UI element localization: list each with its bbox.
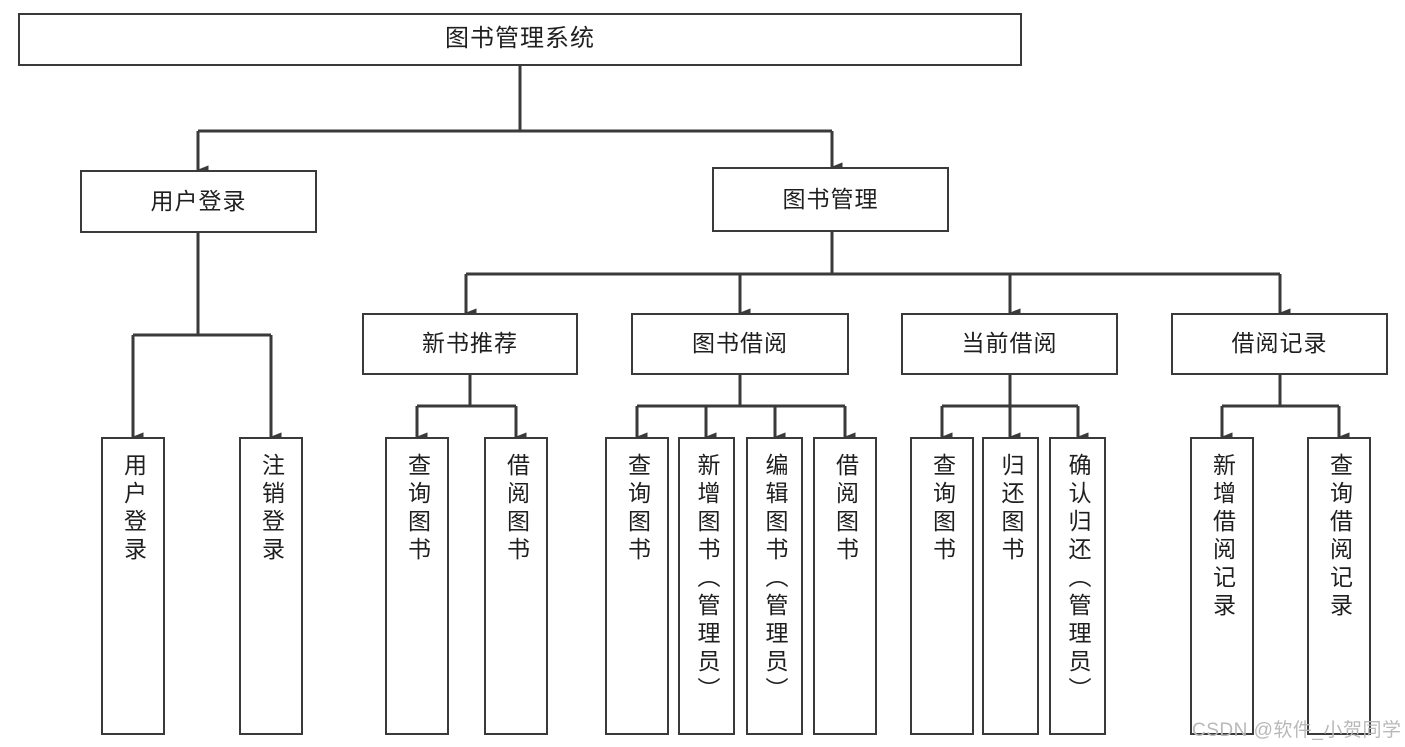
node-label: 查询借阅记录	[1326, 453, 1353, 621]
node-leaf-logout[interactable]: 注销登录	[239, 437, 303, 735]
watermark-csdn: CSDN @软件_小贺同学	[1192, 720, 1402, 741]
node-current-borrowing[interactable]: 当前借阅	[901, 313, 1118, 375]
node-leaf-query-borrow-record[interactable]: 查询借阅记录	[1307, 437, 1371, 735]
node-label: 新增图书（管理员）	[694, 453, 720, 705]
node-leaf-user-login[interactable]: 用户登录	[101, 437, 165, 735]
node-label: 用户登录	[150, 187, 247, 214]
node-leaf-borrow-books-recommend[interactable]: 借阅图书	[484, 437, 548, 735]
node-new-book-recommendation[interactable]: 新书推荐	[362, 313, 578, 375]
node-borrowing-records[interactable]: 借阅记录	[1171, 313, 1388, 375]
node-label: 图书管理	[782, 185, 879, 212]
node-leaf-add-borrow-record[interactable]: 新增借阅记录	[1190, 437, 1254, 735]
node-label: 查询图书	[404, 453, 431, 565]
node-leaf-borrow-books[interactable]: 借阅图书	[813, 437, 877, 735]
node-leaf-add-book-admin[interactable]: 新增图书（管理员）	[678, 437, 735, 735]
node-label: 确认归还（管理员）	[1065, 453, 1091, 705]
node-book-borrowing[interactable]: 图书借阅	[631, 313, 849, 375]
node-label: 借阅图书	[832, 453, 859, 565]
node-label: 用户登录	[120, 453, 147, 565]
node-label: 查询图书	[929, 453, 956, 565]
node-label: 图书管理系统	[445, 25, 595, 53]
node-leaf-confirm-return-admin[interactable]: 确认归还（管理员）	[1049, 437, 1106, 735]
node-label: 归还图书	[998, 453, 1024, 565]
node-root-book-management-system[interactable]: 图书管理系统	[18, 13, 1022, 66]
node-label: 查询图书	[624, 453, 651, 565]
node-label: 当前借阅	[961, 330, 1058, 357]
node-label: 新增借阅记录	[1209, 453, 1236, 621]
node-leaf-query-books-current[interactable]: 查询图书	[910, 437, 974, 735]
node-label: 注销登录	[258, 453, 285, 565]
node-label: 图书借阅	[692, 330, 788, 357]
node-leaf-edit-book-admin[interactable]: 编辑图书（管理员）	[746, 437, 803, 735]
node-label: 编辑图书（管理员）	[762, 453, 788, 705]
node-label: 借阅图书	[503, 453, 530, 565]
node-leaf-return-books[interactable]: 归还图书	[982, 437, 1039, 735]
node-label: 借阅记录	[1231, 330, 1328, 357]
node-leaf-query-books-recommend[interactable]: 查询图书	[385, 437, 449, 735]
node-label: 新书推荐	[422, 330, 518, 357]
node-user-login[interactable]: 用户登录	[80, 170, 317, 233]
node-book-management[interactable]: 图书管理	[712, 167, 949, 232]
node-leaf-query-books-borrow[interactable]: 查询图书	[605, 437, 669, 735]
